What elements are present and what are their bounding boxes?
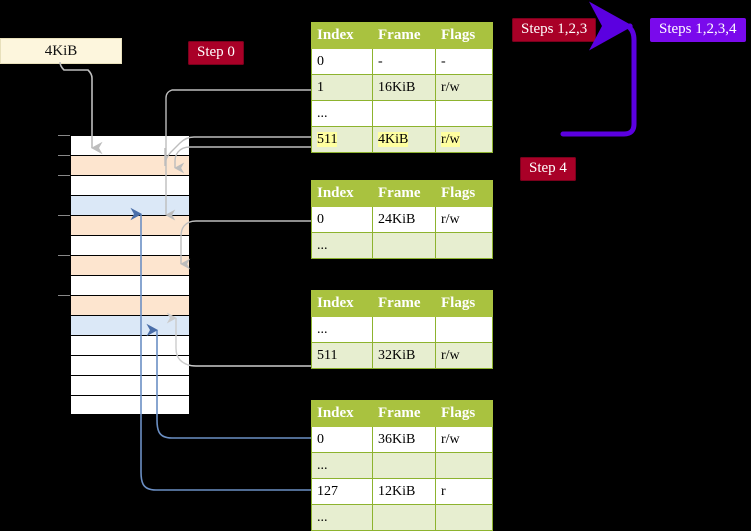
cell-flags: r/w	[435, 126, 493, 153]
cell-flags	[435, 452, 493, 479]
cell-frame	[372, 100, 436, 127]
column-header-index: Index	[311, 180, 373, 207]
cell-frame: -	[372, 48, 436, 75]
memory-frame-row	[70, 275, 190, 295]
cell-frame: 12KiB	[372, 478, 436, 505]
table-row: ...	[311, 100, 493, 127]
memory-frame-row	[70, 215, 190, 235]
cell-index: 0	[311, 206, 373, 233]
cell-index: ...	[311, 100, 373, 127]
cell-flags	[435, 316, 493, 343]
cell-index: 511	[311, 126, 373, 153]
column-header-frame: Frame	[372, 22, 436, 49]
column-header-flags: Flags	[435, 180, 493, 207]
cell-frame	[372, 452, 436, 479]
memory-tick-mark	[58, 215, 70, 216]
memory-frame-row	[70, 175, 190, 195]
cell-flags	[435, 232, 493, 259]
cell-flags: -	[435, 48, 493, 75]
cell-index: 127	[311, 478, 373, 505]
memory-frame-row	[70, 155, 190, 175]
badge-steps-1-2-3-4: Steps 1,2,3,4	[650, 18, 746, 42]
table-header-row: Index Frame Flags	[311, 180, 493, 207]
cell-frame: 36KiB	[372, 426, 436, 453]
highlighted-value: 511	[317, 131, 338, 147]
column-header-index: Index	[311, 290, 373, 317]
cell-index: 0	[311, 48, 373, 75]
cell-frame	[372, 504, 436, 531]
column-header-flags: Flags	[435, 400, 493, 427]
memory-tick-mark	[58, 295, 70, 296]
column-header-frame: Frame	[372, 290, 436, 317]
highlighted-value: 4KiB	[378, 131, 409, 147]
cell-frame: 16KiB	[372, 74, 436, 101]
badge-step-0: Step 0	[188, 41, 244, 65]
table-row: ...	[311, 504, 493, 531]
cell-index: 0	[311, 426, 373, 453]
table-header-row: Index Frame Flags	[311, 400, 493, 427]
cell-frame: 32KiB	[372, 342, 436, 369]
cell-flags: r	[435, 478, 493, 505]
column-header-frame: Frame	[372, 400, 436, 427]
physical-memory-column	[58, 135, 190, 415]
cell-flags: r/w	[435, 342, 493, 369]
cell-frame: 4KiB	[372, 126, 436, 153]
memory-frame-row	[70, 195, 190, 215]
badge-steps-1-2-3: Steps 1,2,3	[512, 18, 597, 42]
memory-tick-mark	[58, 175, 70, 176]
memory-tick-mark	[58, 255, 70, 256]
page-size-label: 4KiB	[44, 42, 78, 59]
table-row: 511 4KiB r/w	[311, 126, 493, 153]
page-size-box: 4KiB	[0, 38, 122, 64]
memory-tick-mark	[58, 155, 70, 156]
memory-frame-row	[70, 295, 190, 315]
memory-frame-row	[70, 335, 190, 355]
cell-flags	[435, 100, 493, 127]
cell-frame: 24KiB	[372, 206, 436, 233]
memory-frame-row	[70, 395, 190, 415]
cell-flags: r/w	[435, 74, 493, 101]
table-row: ...	[311, 232, 493, 259]
cell-index: ...	[311, 232, 373, 259]
column-header-index: Index	[311, 400, 373, 427]
table-header-row: Index Frame Flags	[311, 22, 493, 49]
table-row: ...	[311, 452, 493, 479]
table-row: ...	[311, 316, 493, 343]
memory-tick-mark	[58, 135, 70, 136]
column-header-flags: Flags	[435, 290, 493, 317]
badge-step-4: Step 4	[520, 157, 576, 181]
column-header-index: Index	[311, 22, 373, 49]
column-header-frame: Frame	[372, 180, 436, 207]
column-header-flags: Flags	[435, 22, 493, 49]
cell-index: ...	[311, 452, 373, 479]
cell-flags: r/w	[435, 426, 493, 453]
memory-frame-row	[70, 315, 190, 335]
cell-index: 511	[311, 342, 373, 369]
cell-flags: r/w	[435, 206, 493, 233]
cell-index: 1	[311, 74, 373, 101]
memory-frame-row	[70, 375, 190, 395]
highlighted-value: r/w	[441, 131, 460, 147]
table-row: 0--	[311, 48, 493, 75]
cell-frame	[372, 232, 436, 259]
memory-frame-row	[70, 235, 190, 255]
table-header-row: Index Frame Flags	[311, 290, 493, 317]
cell-index: ...	[311, 504, 373, 531]
cell-frame	[372, 316, 436, 343]
cell-flags	[435, 504, 493, 531]
cell-index: ...	[311, 316, 373, 343]
